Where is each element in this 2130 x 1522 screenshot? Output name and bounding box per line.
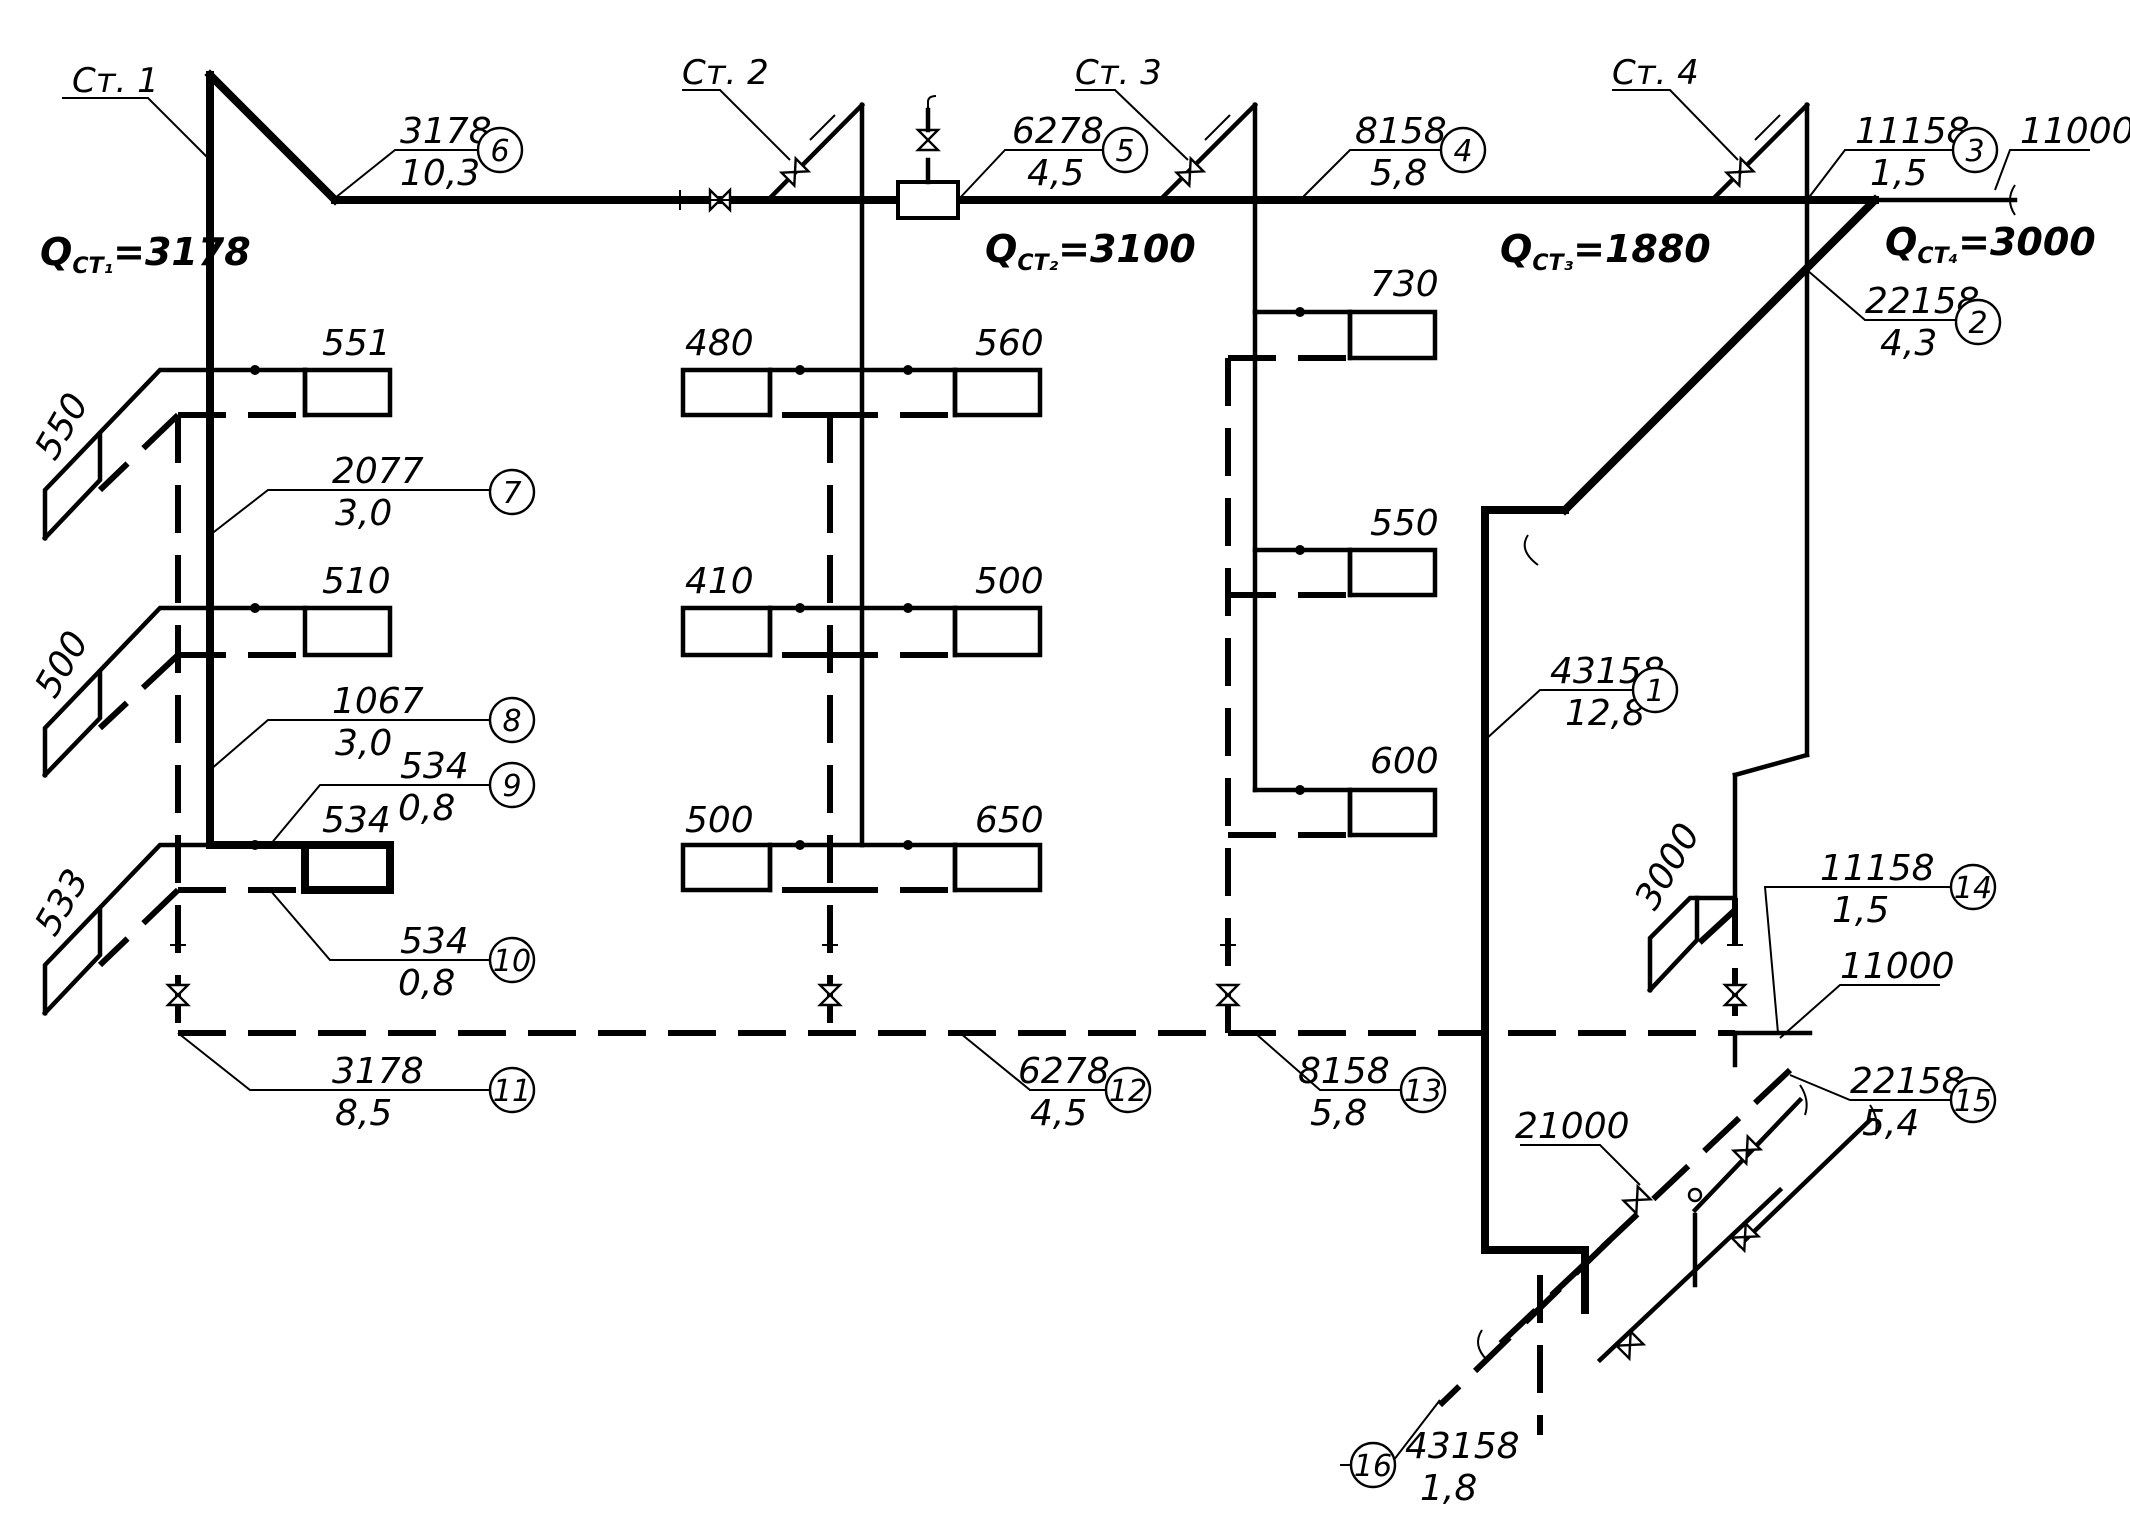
section-10-number: 10 (493, 944, 531, 979)
section-1-number: 1 (1645, 674, 1664, 709)
return-main (175, 358, 1878, 1435)
section-4-load: 8158 (1355, 111, 1447, 152)
section-15-load: 22158 (1850, 1061, 1965, 1102)
section-labels: 43158 12,8 1 22158 4,3 2 11158 1,5 3 815… (332, 111, 2002, 1509)
section-11-diameter: 8,5 (335, 1093, 392, 1134)
radiator (1347, 547, 1438, 598)
section-14-load: 11158 (1820, 848, 1935, 889)
radiator (302, 367, 393, 418)
riser-label-3: Ст. 3 (1075, 53, 1162, 93)
branch-load-bottom: 21000 (1515, 1106, 1630, 1147)
section-6-number: 6 (490, 134, 509, 169)
section-13-load: 8158 (1298, 1051, 1390, 1092)
radiator-load: 500 (975, 561, 1044, 602)
section-6-diameter: 10,3 (400, 153, 480, 194)
section-11-load: 3178 (332, 1051, 424, 1092)
radiator (1347, 787, 1438, 838)
riser-label-1: Ст. 1 (72, 61, 159, 101)
riser-label-2: Ст. 2 (682, 53, 769, 93)
radiator-load: 650 (975, 800, 1044, 841)
heat-load-3: QСТ₃=1880 (1500, 227, 1711, 276)
branch-load-return: 11000 (1840, 946, 1955, 987)
radiator (952, 842, 1043, 893)
radiator (680, 842, 773, 893)
section-5-diameter: 4,5 (1027, 153, 1084, 194)
riser-label-4: Ст. 4 (1612, 53, 1699, 93)
section-7-load: 2077 (332, 451, 424, 492)
section-12-number: 12 (1109, 1074, 1147, 1109)
leaders (62, 89, 2090, 1466)
section-9-diameter: 0,8 (398, 788, 455, 829)
radiator-load: 550 (1370, 503, 1439, 544)
radiator-load: 730 (1370, 264, 1439, 305)
radiator (680, 605, 773, 658)
radiator-labels: 551 510 534 550 500 533 480 410 500 560 … (27, 264, 1708, 943)
section-15-number: 15 (1954, 1084, 1992, 1119)
section-14-diameter: 1,5 (1832, 890, 1889, 931)
radiator-load: 410 (685, 561, 754, 602)
radiator (680, 367, 773, 418)
radiator (302, 605, 393, 658)
section-3-diameter: 1,5 (1870, 153, 1927, 194)
tap-marks (250, 307, 1305, 850)
radiator (952, 605, 1043, 658)
section-16-diameter: 1,8 (1420, 1468, 1477, 1509)
section-5-number: 5 (1115, 134, 1134, 169)
section-7-diameter: 3,0 (335, 493, 392, 534)
radiator-load: 510 (322, 561, 391, 602)
section-6-load: 3178 (400, 111, 492, 152)
section-7-number: 7 (502, 476, 521, 511)
riser-valves (679, 114, 1781, 213)
supply-main (204, 69, 2018, 1314)
section-10-load: 534 (400, 921, 469, 962)
section-4-diameter: 5,8 (1370, 153, 1427, 194)
air-collector (896, 180, 960, 220)
section-9-load: 534 (400, 746, 469, 787)
section-2-diameter: 4,3 (1880, 323, 1937, 364)
section-8-diameter: 3,0 (335, 723, 392, 764)
section-8-load: 1067 (332, 681, 424, 722)
branch-labels: 11000 11000 21000 (1515, 111, 2130, 1147)
section-1-diameter: 12,8 (1565, 693, 1645, 734)
section-3-number: 3 (1965, 134, 1984, 169)
branch-load-top: 11000 (2020, 111, 2130, 152)
radiator-load: 550 (27, 386, 97, 466)
section-12-diameter: 4,5 (1030, 1093, 1087, 1134)
heat-load-labels: QСТ₁=3178 QСТ₂=3100 QСТ₃=1880 QСТ₄=3000 (40, 220, 2096, 279)
radiator-load: 500 (27, 624, 97, 704)
section-11-number: 11 (493, 1074, 531, 1109)
section-3-load: 11158 (1855, 111, 1970, 152)
section-2-number: 2 (1968, 306, 1987, 341)
radiator-load: 551 (322, 323, 391, 364)
radiator-load: 500 (685, 800, 754, 841)
heat-load-2: QСТ₂=3100 (985, 227, 1196, 276)
section-12-load: 6278 (1018, 1051, 1110, 1092)
radiator (301, 841, 394, 894)
section-16-number: 16 (1354, 1449, 1392, 1484)
section-9-number: 9 (502, 769, 521, 804)
section-8-number: 8 (502, 704, 521, 739)
heat-load-4: QСТ₄=3000 (1885, 220, 2096, 269)
return-valves (165, 944, 1764, 1362)
radiator-load: 533 (27, 862, 97, 942)
section-14-number: 14 (1954, 871, 1992, 906)
heat-load-1: QСТ₁=3178 (40, 230, 251, 279)
section-4-number: 4 (1453, 134, 1472, 169)
radiator-load: 534 (322, 800, 391, 841)
section-13-diameter: 5,8 (1310, 1093, 1367, 1134)
radiator (1347, 309, 1438, 361)
radiator (952, 367, 1043, 418)
radiator-load: 560 (975, 323, 1044, 364)
section-5-load: 6278 (1012, 111, 1104, 152)
section-10-diameter: 0,8 (398, 963, 455, 1004)
radiator-load: 600 (1370, 741, 1439, 782)
section-15-diameter: 5,4 (1862, 1103, 1919, 1144)
riser-labels: Ст. 1 Ст. 2 Ст. 3 Ст. 4 (72, 53, 1699, 101)
section-13-number: 13 (1404, 1074, 1442, 1109)
radiator-load: 480 (685, 323, 754, 364)
section-16-load: 43158 (1405, 1426, 1520, 1467)
